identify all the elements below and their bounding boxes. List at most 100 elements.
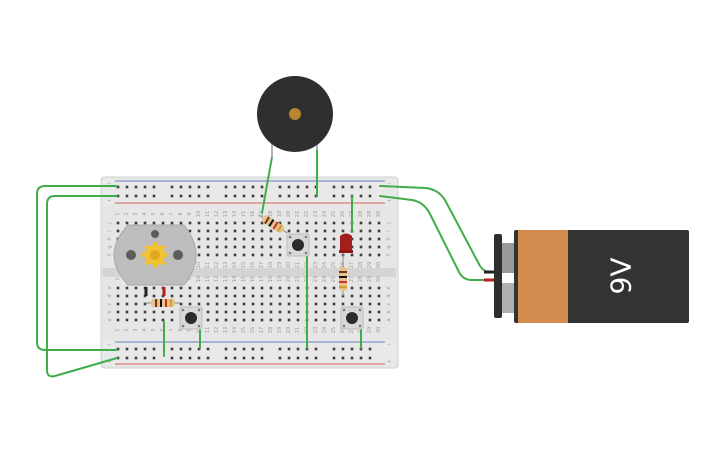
power-rail-hole[interactable] bbox=[170, 347, 174, 351]
breadboard-hole[interactable] bbox=[206, 253, 210, 257]
breadboard-hole[interactable] bbox=[143, 221, 147, 225]
power-rail-hole[interactable] bbox=[278, 194, 282, 198]
breadboard-hole[interactable] bbox=[359, 302, 363, 306]
power-rail-hole[interactable] bbox=[350, 185, 354, 189]
power-rail-hole[interactable] bbox=[305, 185, 309, 189]
power-rail-hole[interactable] bbox=[197, 185, 201, 189]
breadboard-hole[interactable] bbox=[143, 302, 147, 306]
breadboard-hole[interactable] bbox=[197, 237, 201, 241]
red-led[interactable] bbox=[339, 233, 353, 263]
breadboard-hole[interactable] bbox=[287, 221, 291, 225]
wire-battery-positive[interactable] bbox=[379, 195, 491, 281]
9v-battery[interactable]: 9V bbox=[484, 230, 689, 323]
breadboard-hole[interactable] bbox=[134, 286, 138, 290]
breadboard-hole[interactable] bbox=[206, 294, 210, 298]
breadboard-hole[interactable] bbox=[179, 221, 183, 225]
breadboard-hole[interactable] bbox=[296, 221, 300, 225]
power-rail-hole[interactable] bbox=[332, 194, 336, 198]
breadboard-hole[interactable] bbox=[278, 294, 282, 298]
power-rail-hole[interactable] bbox=[341, 185, 345, 189]
breadboard-hole[interactable] bbox=[134, 221, 138, 225]
breadboard-hole[interactable] bbox=[215, 294, 219, 298]
power-rail-hole[interactable] bbox=[251, 194, 255, 198]
breadboard-hole[interactable] bbox=[134, 318, 138, 322]
breadboard-hole[interactable] bbox=[134, 310, 138, 314]
breadboard-hole[interactable] bbox=[368, 286, 372, 290]
breadboard-hole[interactable] bbox=[314, 318, 318, 322]
breadboard-hole[interactable] bbox=[233, 237, 237, 241]
breadboard-hole[interactable] bbox=[296, 310, 300, 314]
breadboard-hole[interactable] bbox=[314, 221, 318, 225]
breadboard-hole[interactable] bbox=[377, 286, 381, 290]
breadboard-hole[interactable] bbox=[179, 302, 183, 306]
power-rail-hole[interactable] bbox=[341, 356, 345, 360]
breadboard-hole[interactable] bbox=[116, 302, 120, 306]
breadboard-hole[interactable] bbox=[233, 302, 237, 306]
power-rail-hole[interactable] bbox=[134, 185, 138, 189]
breadboard-hole[interactable] bbox=[251, 318, 255, 322]
breadboard-hole[interactable] bbox=[224, 286, 228, 290]
power-rail-hole[interactable] bbox=[188, 194, 192, 198]
breadboard-hole[interactable] bbox=[242, 221, 246, 225]
breadboard-hole[interactable] bbox=[188, 221, 192, 225]
breadboard-hole[interactable] bbox=[206, 245, 210, 249]
breadboard-hole[interactable] bbox=[332, 286, 336, 290]
breadboard-hole[interactable] bbox=[296, 294, 300, 298]
breadboard-hole[interactable] bbox=[233, 245, 237, 249]
breadboard-hole[interactable] bbox=[197, 229, 201, 233]
power-rail-hole[interactable] bbox=[350, 347, 354, 351]
breadboard-hole[interactable] bbox=[242, 286, 246, 290]
breadboard-hole[interactable] bbox=[242, 237, 246, 241]
breadboard-hole[interactable] bbox=[314, 229, 318, 233]
breadboard-hole[interactable] bbox=[341, 294, 345, 298]
breadboard-hole[interactable] bbox=[161, 310, 165, 314]
breadboard-hole[interactable] bbox=[233, 294, 237, 298]
power-rail-hole[interactable] bbox=[170, 356, 174, 360]
breadboard-hole[interactable] bbox=[242, 318, 246, 322]
breadboard-hole[interactable] bbox=[332, 245, 336, 249]
breadboard-hole[interactable] bbox=[323, 310, 327, 314]
breadboard-hole[interactable] bbox=[251, 286, 255, 290]
breadboard-hole[interactable] bbox=[242, 310, 246, 314]
breadboard-hole[interactable] bbox=[314, 286, 318, 290]
breadboard-hole[interactable] bbox=[260, 318, 264, 322]
breadboard-hole[interactable] bbox=[143, 318, 147, 322]
breadboard-hole[interactable] bbox=[251, 253, 255, 257]
power-rail-hole[interactable] bbox=[170, 185, 174, 189]
breadboard-hole[interactable] bbox=[305, 229, 309, 233]
breadboard-hole[interactable] bbox=[251, 245, 255, 249]
breadboard-hole[interactable] bbox=[233, 286, 237, 290]
breadboard-hole[interactable] bbox=[152, 286, 156, 290]
breadboard-hole[interactable] bbox=[242, 302, 246, 306]
power-rail-hole[interactable] bbox=[368, 185, 372, 189]
power-rail-hole[interactable] bbox=[116, 347, 120, 351]
power-rail-hole[interactable] bbox=[134, 194, 138, 198]
breadboard-hole[interactable] bbox=[116, 310, 120, 314]
power-rail-hole[interactable] bbox=[332, 356, 336, 360]
breadboard-hole[interactable] bbox=[377, 318, 381, 322]
piezo-buzzer[interactable] bbox=[257, 76, 333, 158]
breadboard-hole[interactable] bbox=[170, 294, 174, 298]
power-rail-hole[interactable] bbox=[368, 356, 372, 360]
breadboard-hole[interactable] bbox=[269, 286, 273, 290]
breadboard-hole[interactable] bbox=[278, 318, 282, 322]
breadboard-hole[interactable] bbox=[197, 245, 201, 249]
breadboard-hole[interactable] bbox=[233, 310, 237, 314]
breadboard-hole[interactable] bbox=[170, 286, 174, 290]
breadboard-hole[interactable] bbox=[287, 229, 291, 233]
breadboard-hole[interactable] bbox=[116, 229, 120, 233]
power-rail-hole[interactable] bbox=[143, 356, 147, 360]
dc-motor[interactable] bbox=[113, 224, 197, 296]
power-rail-hole[interactable] bbox=[134, 347, 138, 351]
breadboard-hole[interactable] bbox=[170, 221, 174, 225]
breadboard-hole[interactable] bbox=[377, 237, 381, 241]
breadboard-hole[interactable] bbox=[368, 237, 372, 241]
breadboard-hole[interactable] bbox=[314, 237, 318, 241]
breadboard-hole[interactable] bbox=[224, 229, 228, 233]
breadboard-hole[interactable] bbox=[278, 237, 282, 241]
breadboard-hole[interactable] bbox=[278, 286, 282, 290]
breadboard-hole[interactable] bbox=[251, 221, 255, 225]
breadboard-hole[interactable] bbox=[332, 237, 336, 241]
power-rail-hole[interactable] bbox=[287, 185, 291, 189]
power-rail-hole[interactable] bbox=[224, 347, 228, 351]
